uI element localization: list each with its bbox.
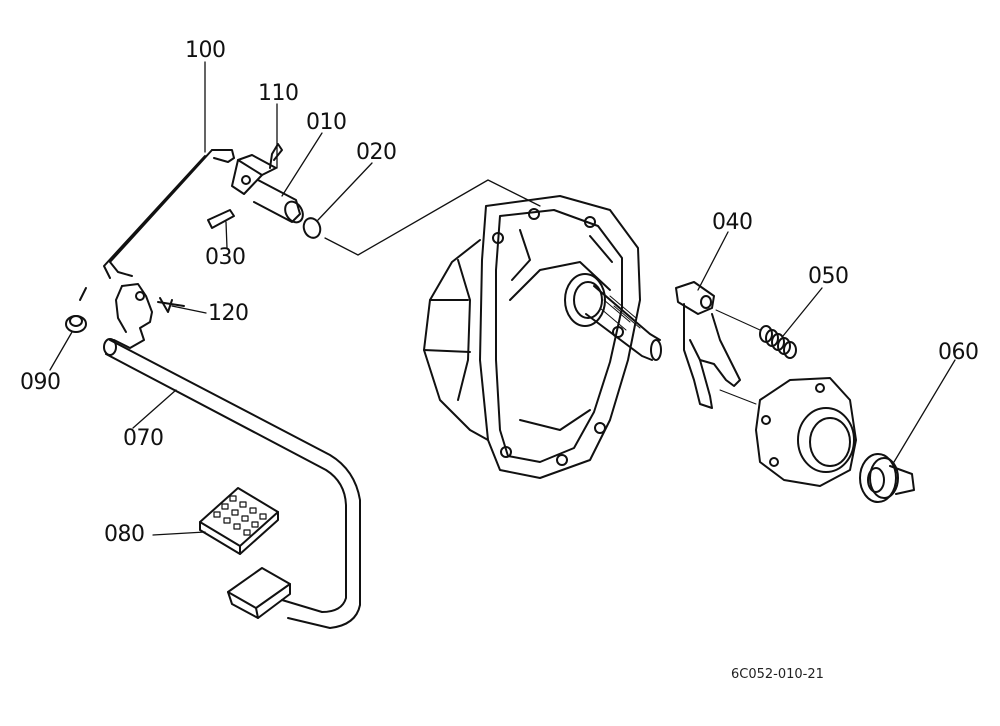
label-100: 100 — [185, 38, 226, 63]
drawing-code: 6C052-010-21 — [731, 667, 824, 682]
shaft-010 — [231, 143, 304, 224]
label-050: 050 — [808, 264, 849, 289]
pedal-rod-070 — [103, 338, 361, 629]
spring-050 — [715, 309, 797, 359]
label-010: 010 — [306, 110, 347, 135]
release-bearing-060 — [859, 453, 915, 503]
leader-lines — [49, 61, 956, 536]
bracket — [113, 283, 185, 349]
label-040: 040 — [712, 210, 753, 235]
label-070: 070 — [123, 426, 164, 451]
label-030: 030 — [205, 245, 246, 270]
label-120: 120 — [208, 301, 249, 326]
label-080: 080 — [104, 522, 145, 547]
label-060: 060 — [938, 340, 979, 365]
pin-030 — [207, 209, 235, 229]
input-shaft — [564, 273, 662, 361]
bearing-holder — [719, 377, 857, 487]
nut-090 — [65, 287, 87, 333]
release-fork-040 — [675, 281, 741, 409]
pedal-pad-080 — [199, 487, 279, 555]
label-020: 020 — [356, 140, 397, 165]
clutch-housing — [423, 195, 641, 479]
rod-100 — [103, 149, 235, 279]
label-110: 110 — [258, 81, 299, 106]
label-090: 090 — [20, 370, 61, 395]
o-ring-020 — [302, 217, 322, 239]
pedal-foot — [227, 567, 291, 619]
